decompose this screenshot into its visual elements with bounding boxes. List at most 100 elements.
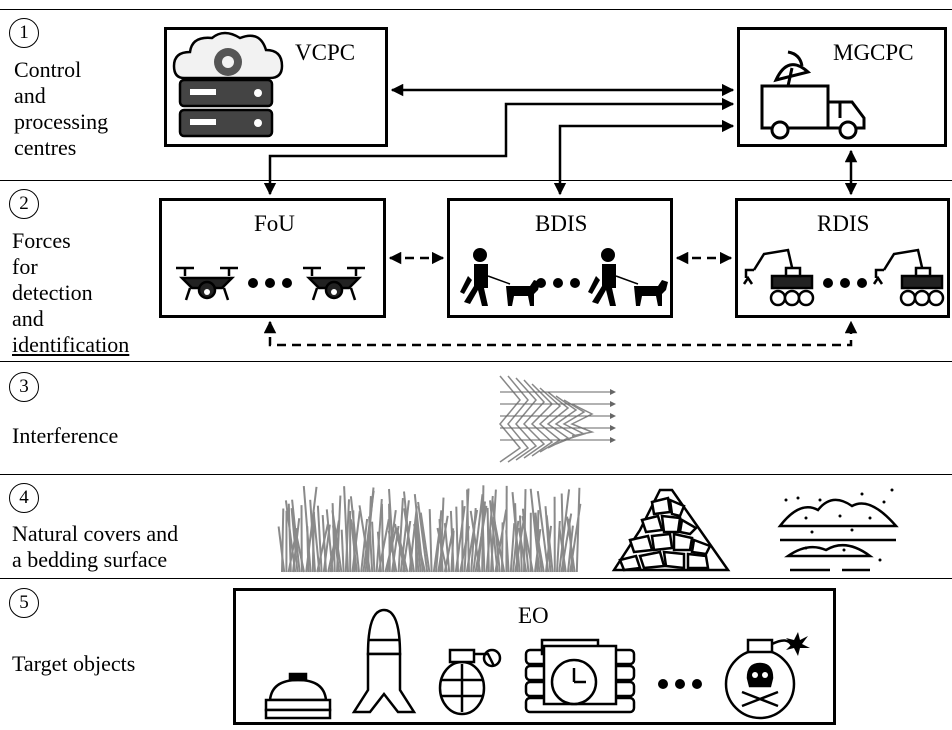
grenade-icon (438, 648, 502, 716)
grass-blade (344, 499, 350, 573)
layer-4-label: Natural covers and a bedding surface (12, 521, 179, 572)
cloud-server-icon (172, 31, 284, 138)
bdis-title: BDIS (535, 211, 588, 236)
grass-blade (360, 518, 369, 573)
grass-blade (380, 503, 385, 573)
drone-icon (176, 266, 238, 301)
layer-number-4: 4 (9, 483, 39, 513)
grass-blade (443, 523, 451, 573)
grass-blade (466, 489, 470, 573)
mobile-truck-icon (760, 50, 866, 140)
grass-blade (521, 515, 534, 573)
grass-blade (397, 498, 404, 573)
grass-blade (368, 516, 374, 573)
grass-icon (277, 485, 582, 573)
rubble-pile-icon (611, 488, 731, 572)
grass-blade (321, 515, 327, 573)
grass-blade (413, 493, 424, 573)
mgcpc-fou-arrow (263, 97, 735, 196)
timebomb-icon (524, 638, 636, 714)
sand-dunes-icon (777, 488, 899, 572)
grass-blade (566, 516, 576, 573)
grass-blade (436, 527, 448, 573)
grass-blade (455, 506, 459, 573)
grass-blade (277, 526, 286, 573)
separator-2-3 (0, 361, 952, 362)
grass-blade (284, 500, 297, 573)
grass-blade (529, 488, 541, 573)
rdis-title: RDIS (817, 211, 870, 236)
grass-blade (331, 510, 343, 573)
separator-3-4 (0, 474, 952, 475)
robot-rover-icon (742, 248, 815, 307)
fou-rdis-arrow (263, 320, 858, 347)
grass-blade (509, 523, 516, 573)
fou-box (159, 198, 386, 318)
grass-blade (558, 527, 567, 573)
ellipsis-icon (536, 278, 580, 288)
vcpc-title: VCPC (295, 40, 356, 65)
layer-3-label: Interference (12, 423, 119, 448)
grass-blade (481, 500, 486, 573)
grass-blade (532, 513, 545, 573)
mgcpc-title: MGCPC (833, 40, 914, 65)
grass-blade (316, 505, 323, 573)
grass-blade (556, 520, 561, 573)
handler-dog-icon (460, 248, 540, 306)
connectors (263, 83, 858, 196)
grass-blade (419, 512, 431, 573)
robot-rover-icon (872, 248, 945, 307)
grass-blade (403, 508, 415, 573)
grass-blade (376, 531, 382, 573)
grass-blade (325, 509, 334, 573)
grass-blade (302, 486, 312, 573)
grass-blade (394, 523, 407, 573)
fou-title: FoU (254, 211, 295, 236)
grass-blade (290, 508, 299, 573)
layer-number-1: 1 (9, 18, 39, 48)
grass-blade (491, 499, 501, 573)
grass-blade (439, 497, 445, 573)
grass-blade (332, 525, 341, 573)
ellipsis-icon (823, 278, 867, 288)
grass-blade (465, 509, 479, 573)
grass-blade (358, 505, 371, 573)
grass-blade (387, 530, 398, 573)
separator-top (0, 9, 952, 10)
ellipsis-icon (658, 679, 702, 689)
grass-blade (501, 522, 504, 573)
skull-bomb-icon (724, 632, 810, 720)
grass-blade (437, 515, 449, 573)
handler-dog-icon (588, 248, 668, 306)
grass-blade (413, 523, 426, 573)
grass-blade (388, 488, 396, 573)
grass-blade (544, 506, 552, 573)
layer-5-label: Target objects (12, 651, 136, 676)
grass-blade (575, 487, 581, 573)
grass-blade (545, 515, 554, 573)
layer-number-2: 2 (9, 189, 39, 219)
drone-icon (303, 266, 365, 301)
grass-blade (486, 507, 490, 573)
grass-blade (399, 500, 410, 573)
grass-blade (350, 519, 358, 573)
grass-blade (511, 492, 521, 573)
grass-blade (558, 489, 571, 573)
aerial-bomb-icon (351, 608, 417, 714)
grass-blade (371, 521, 376, 573)
grass-blade (489, 529, 495, 573)
eo-title: EO (518, 603, 549, 628)
ellipsis-icon (248, 278, 292, 288)
dashed-connectors (263, 251, 858, 347)
grass-blade (492, 516, 506, 573)
landmine-icon (264, 672, 332, 720)
mgcpc-bdis-arrow (553, 119, 735, 196)
grass-blade (536, 490, 550, 573)
grass-blade (469, 510, 481, 573)
grass-blade (281, 508, 285, 573)
grass-blade (505, 530, 510, 573)
grass-blade (517, 527, 528, 573)
grass-blade (349, 496, 360, 573)
grass-blade (395, 527, 409, 573)
